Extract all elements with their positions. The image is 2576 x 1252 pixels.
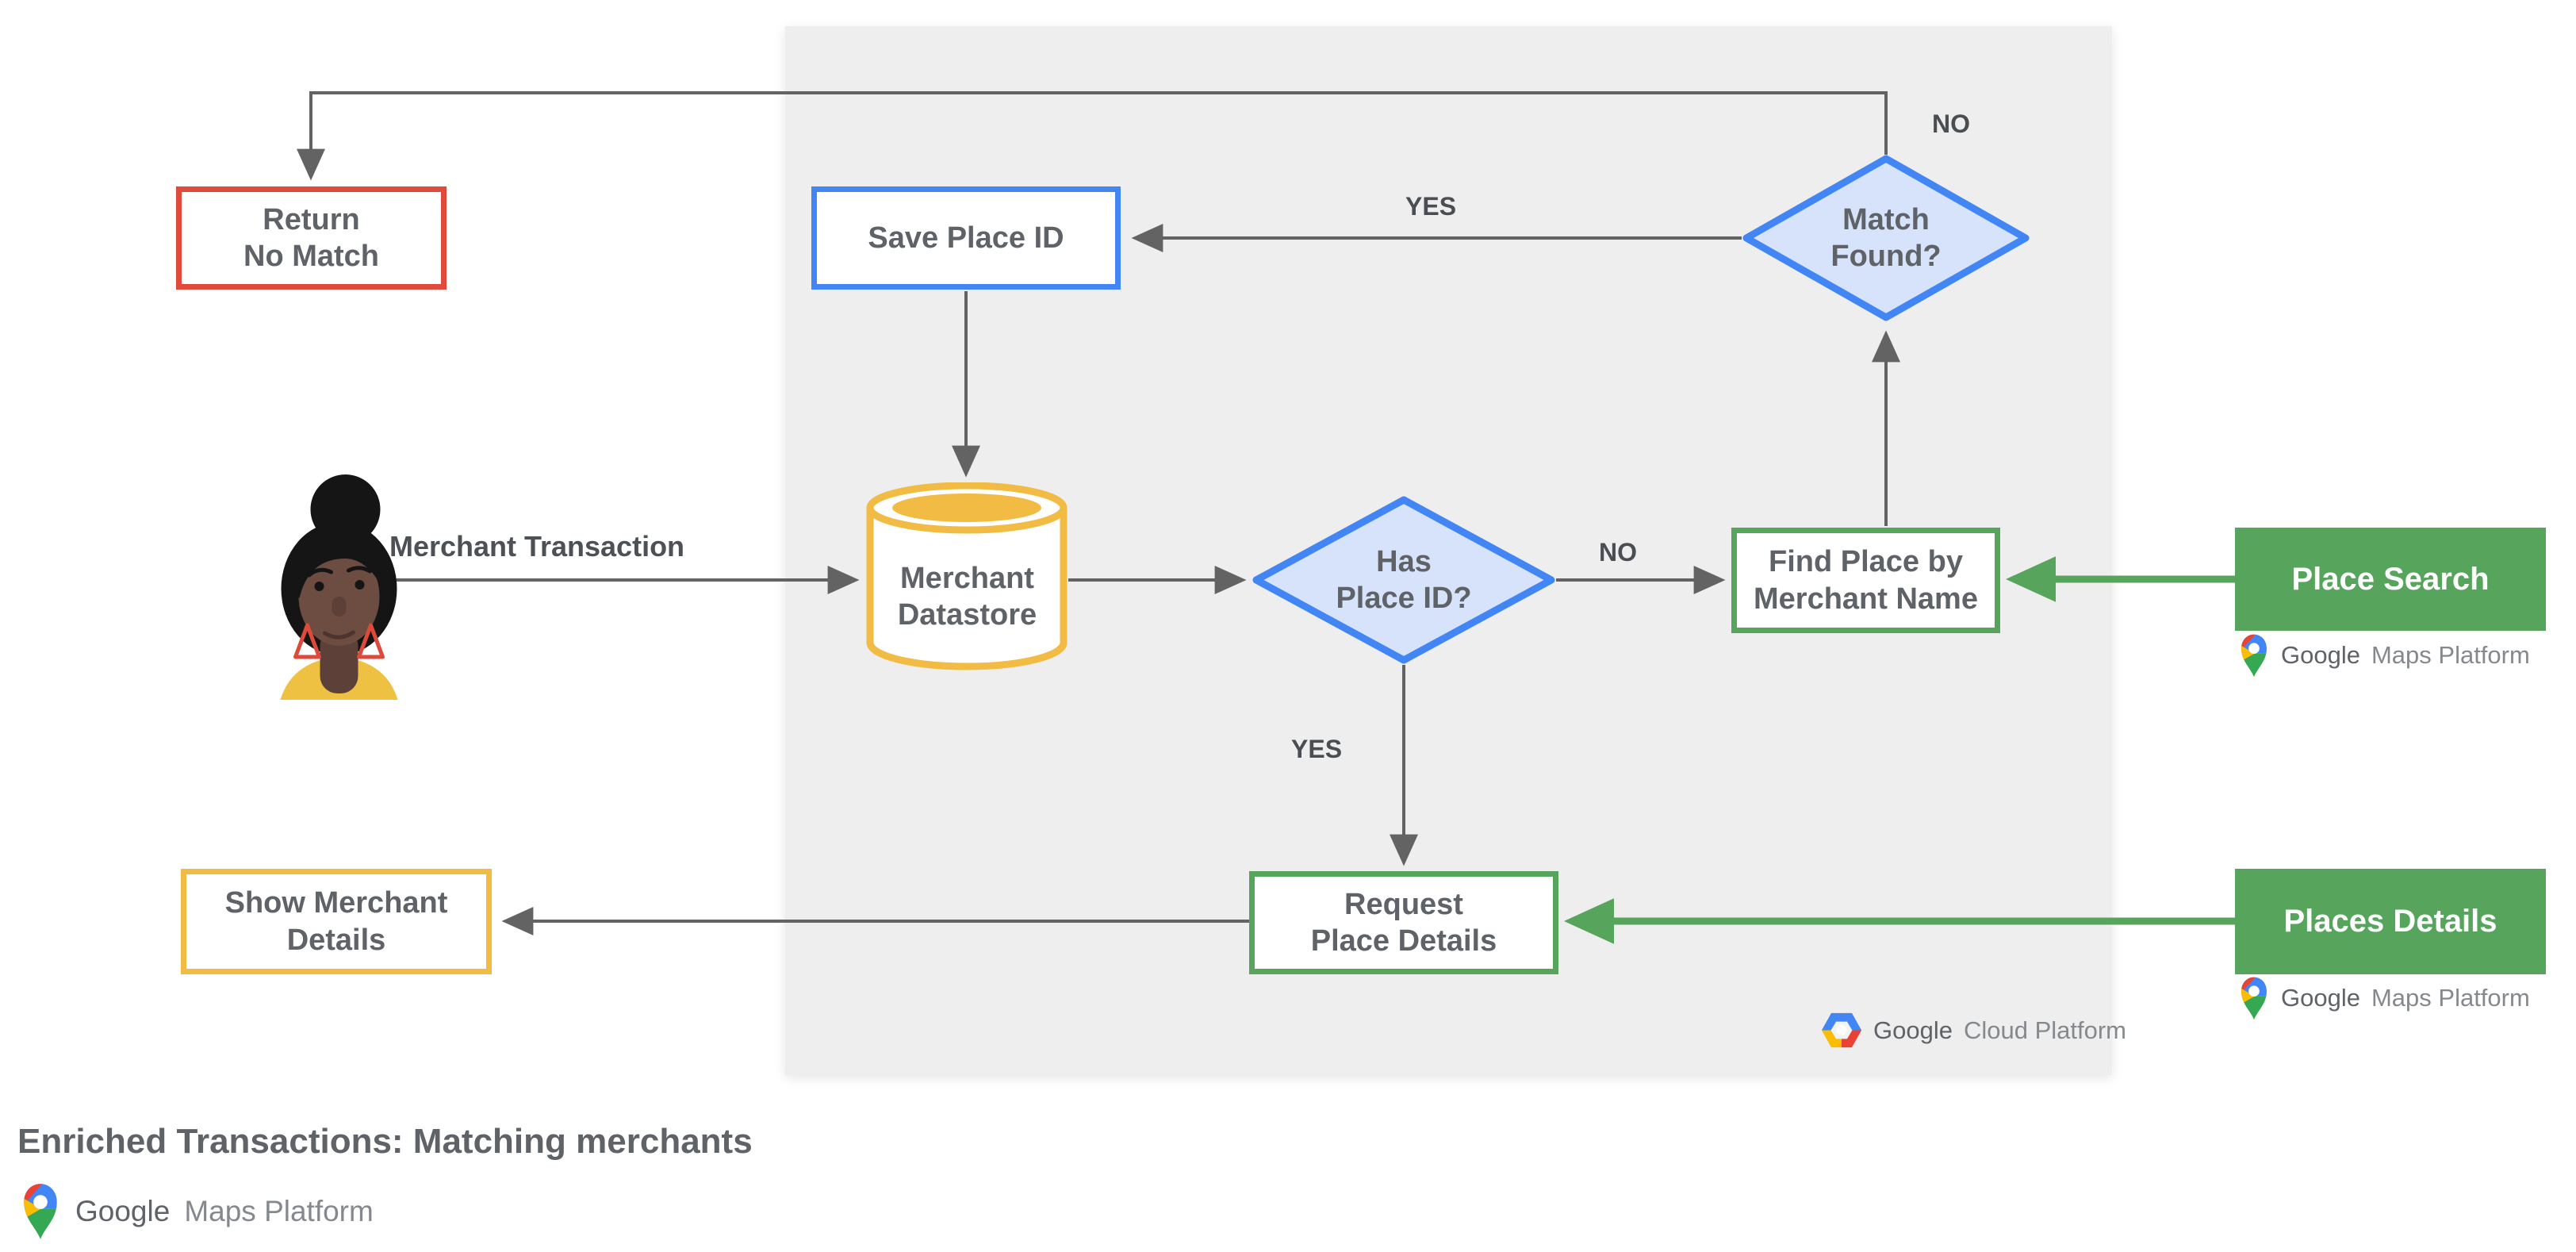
logo-text-rest: Maps Platform — [184, 1194, 374, 1227]
node-show-merchant-details: Show Merchant Details — [181, 869, 492, 974]
label-no-mid: NO — [1599, 538, 1637, 566]
node-request-place-details: Request Place Details — [1249, 871, 1558, 974]
diamond-shape — [1742, 155, 2030, 321]
node-places-details-api: Places Details — [2235, 869, 2546, 974]
maps-pin-icon — [20, 1182, 61, 1240]
logo-text-google: Google — [75, 1194, 171, 1227]
maps-pin-icon — [2238, 976, 2270, 1020]
node-match-found-decision: Match Found? — [1742, 155, 2030, 321]
connector-matchfound-no-to-return — [297, 91, 1888, 181]
label-yes-mid: YES — [1291, 735, 1343, 763]
node-save-place-id: Save Place ID — [811, 186, 1121, 290]
diamond-label: Match Found? — [1830, 202, 1942, 273]
cylinder-label: Merchant Datastore — [897, 561, 1037, 632]
google-maps-platform-logo: Google Maps Platform — [2238, 976, 2530, 1020]
cloud-hexagon-icon — [1821, 1012, 1862, 1048]
google-cloud-platform-logo: Google Cloud Platform — [1821, 1012, 2126, 1048]
node-find-place-by-merchant-name: Find Place by Merchant Name — [1731, 528, 2000, 633]
label-no-top: NO — [1932, 109, 1970, 138]
node-has-place-id-decision: Has Place ID? — [1252, 496, 1556, 664]
user-avatar — [274, 470, 404, 700]
maps-pin-icon — [2238, 633, 2270, 678]
person-icon — [280, 474, 398, 700]
diamond-label: Has Place ID? — [1336, 544, 1472, 615]
logo-text-google: Google — [2281, 641, 2360, 669]
logo-text-rest: Maps Platform — [2371, 984, 2530, 1012]
label-yes-top: YES — [1405, 192, 1457, 221]
node-merchant-datastore: Merchant Datastore — [866, 482, 1068, 673]
node-return-no-match: Return No Match — [176, 186, 447, 290]
logo-text-google: Google — [1873, 1016, 1953, 1044]
logo-text-rest: Cloud Platform — [1963, 1016, 2126, 1044]
node-place-search-api: Place Search — [2235, 528, 2546, 631]
label-merchant-transaction: Merchant Transaction — [389, 530, 685, 563]
logo-text-rest: Maps Platform — [2371, 641, 2530, 669]
google-maps-platform-logo: Google Maps Platform — [2238, 633, 2530, 678]
cylinder-shape — [866, 482, 1068, 670]
diamond-shape — [1252, 496, 1555, 664]
diagram-title: Enriched Transactions: Matching merchant… — [17, 1122, 753, 1161]
logo-text-google: Google — [2281, 984, 2360, 1012]
google-maps-platform-logo: Google Maps Platform — [20, 1182, 374, 1240]
